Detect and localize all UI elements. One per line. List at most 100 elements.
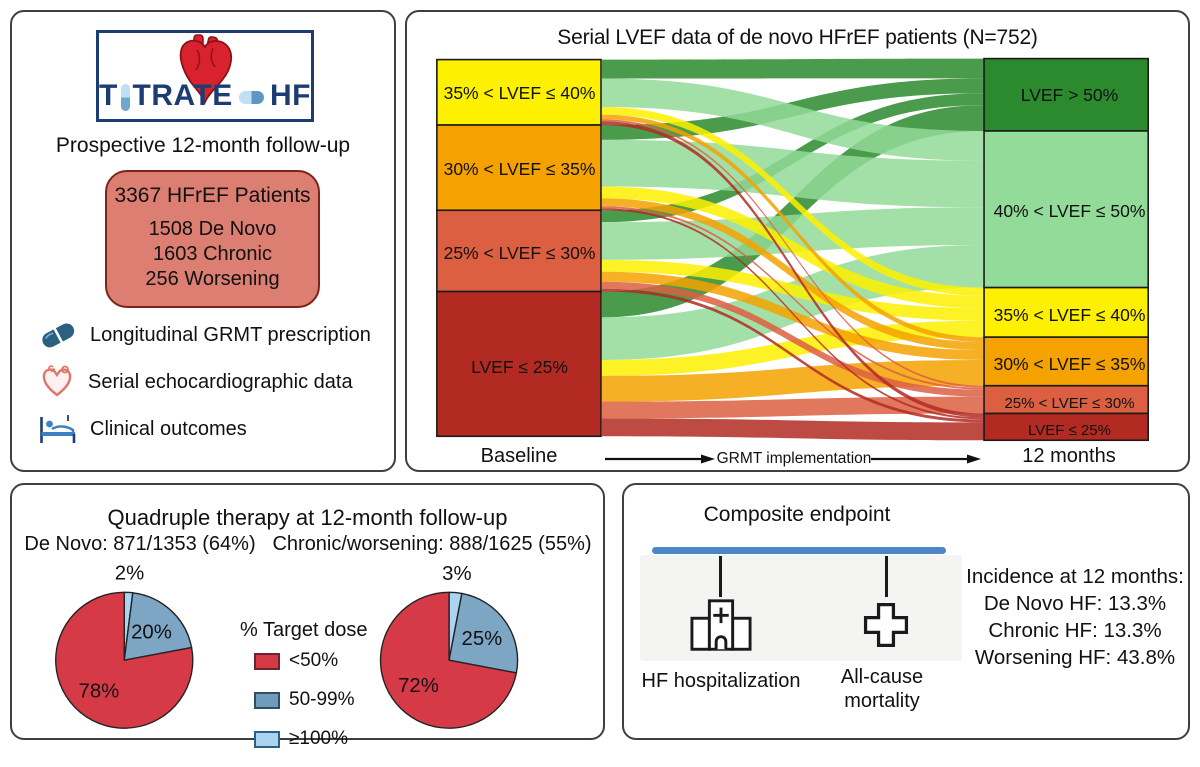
pie-value-label: 2% [115, 563, 144, 585]
hospital-icon [690, 599, 752, 651]
endpoint-bracket-bar [652, 547, 946, 554]
pie-charts: 2% 20% 78% 3% 25% 72% [55, 563, 519, 729]
capsule-dash-icon [238, 91, 264, 104]
patients-summary-box: 3367 HFrEF Patients 1508 De Novo 1603 Ch… [105, 170, 320, 308]
incidence-heading: Incidence at 12 months: [966, 565, 1184, 588]
axis-grmt-label: GRMT implementation [716, 450, 872, 467]
pie-slice [55, 591, 194, 729]
patients-total: 3367 HFrEF Patients [114, 184, 311, 207]
sankey-flow [602, 288, 985, 423]
sankey-flow [602, 121, 985, 418]
sankey-node [983, 130, 1149, 289]
feature-clinical-outcomes: Clinical outcomes [38, 410, 384, 448]
pie-denovo-subtitle: De Novo: 871/1353 (64%) [24, 533, 256, 555]
legend-swatch [254, 730, 280, 748]
sankey-node [436, 124, 602, 212]
sankey-flow [602, 114, 985, 343]
legend-label: 50-99% [289, 689, 355, 710]
sankey-flow [602, 207, 985, 260]
legend-swatch [254, 691, 280, 709]
sankey-flow [602, 58, 985, 79]
pie-slice [448, 592, 519, 674]
sankey-node [436, 209, 602, 293]
sankey-node [436, 290, 602, 438]
endpoint-connector [885, 556, 888, 597]
feature-grmt-prescription: Longitudinal GRMT prescription [38, 316, 384, 354]
pie-slice [123, 592, 193, 661]
sankey-flow [602, 105, 985, 318]
sankey-node [983, 57, 1149, 132]
incidence-chronic: Chronic HF: 13.3% [988, 619, 1162, 643]
endpoint-connector [719, 556, 722, 597]
quadruple-therapy-panel: Quadruple therapy at 12-month follow-up … [10, 483, 605, 749]
logo-letter: T [99, 79, 118, 112]
arrow-icon [871, 454, 981, 464]
sankey-flow [602, 198, 985, 351]
echo-heart-icon [42, 365, 72, 397]
logo-wordmark: T TRATE HF [99, 81, 311, 111]
legend-entry: ≥100% [254, 728, 390, 750]
legend-label: <50% [289, 650, 339, 671]
feature-echo-data: Serial echocardiographic data [38, 363, 384, 401]
sankey-flow [602, 259, 985, 321]
sankey-flow [602, 418, 985, 441]
patients-chronic: 1603 Chronic [153, 243, 272, 265]
mortality-line: mortality [844, 690, 920, 712]
sankey-flow [602, 119, 985, 388]
sankey-flow [602, 139, 985, 208]
sankey-flow [602, 208, 985, 420]
pie-value-label: 25% [462, 628, 503, 650]
sankey-chart [436, 57, 1149, 442]
endpoint-title: Composite endpoint [703, 503, 891, 526]
sankey-node [436, 58, 602, 126]
pies-title: Quadruple therapy at 12-month follow-up [107, 505, 508, 530]
sankey-node [983, 384, 1149, 415]
pill-letter-i-icon [120, 84, 130, 111]
study-feature-list: Longitudinal GRMT prescription Serial ec… [38, 316, 384, 457]
sankey-flow [602, 271, 985, 360]
feature-label: Clinical outcomes [90, 417, 247, 440]
capsule-icon [42, 323, 75, 348]
study-subtitle: Prospective 12-month follow-up [55, 134, 351, 157]
axis-baseline-label: Baseline [480, 445, 558, 467]
legend-entry: <50% [254, 650, 390, 672]
sankey-flow [602, 281, 985, 397]
incidence-block: Incidence at 12 months: De Novo HF: 13.3… [962, 563, 1188, 671]
pie-value-label: 3% [442, 563, 471, 585]
arrow-icon [605, 454, 715, 464]
logo-letters: TRATE [132, 79, 233, 112]
sankey-node [983, 336, 1149, 387]
pie-value-label: 20% [131, 621, 172, 643]
titrate-hf-logo: T TRATE HF [96, 30, 314, 122]
heart-logo-icon [179, 34, 233, 105]
sankey-flow [602, 206, 985, 390]
patients-worsening: 256 Worsening [145, 268, 280, 290]
all-cause-line: All-cause [840, 666, 924, 688]
incidence-worsening: Worsening HF: 43.8% [974, 646, 1176, 670]
sankey-flow [602, 78, 985, 161]
patients-de-novo: 1508 De Novo [148, 218, 277, 240]
pie-chronic-subtitle: Chronic/worsening: 888/1625 (55%) [272, 533, 592, 555]
target-dose-legend: % Target dose <50%50-99%≥100% [240, 619, 390, 767]
legend-entry: 50-99% [254, 689, 390, 711]
sankey-flow [602, 396, 985, 419]
sankey-title: Serial LVEF data of de novo HFrEF patien… [557, 26, 1038, 49]
incidence-de-novo: De Novo HF: 13.3% [983, 592, 1167, 616]
cross-icon [863, 602, 909, 648]
sankey-node [983, 286, 1149, 338]
logo-hf: HF [270, 79, 311, 112]
sankey-panel: 35% < LVEF ≤ 40%30% < LVEF ≤ 35%25% < LV… [405, 10, 1190, 472]
legend-label: ≥100% [289, 728, 349, 749]
pie-slice [379, 591, 518, 729]
pie-value-label: 72% [398, 675, 439, 697]
all-cause-mortality-label: All-cause mortality [841, 665, 923, 713]
sankey-node [983, 412, 1149, 442]
hospital-bed-icon [40, 415, 76, 443]
sankey-flow [602, 106, 985, 296]
axis-12months-label: 12 months [1022, 445, 1116, 467]
pie-value-label: 78% [79, 681, 120, 703]
study-overview-panel: T TRATE HF Prospective 12-month follow-u… [10, 10, 396, 472]
hf-hospitalization-label: HF hospitalization [641, 670, 801, 692]
feature-label: Longitudinal GRMT prescription [90, 323, 371, 346]
feature-label: Serial echocardiographic data [88, 370, 353, 393]
